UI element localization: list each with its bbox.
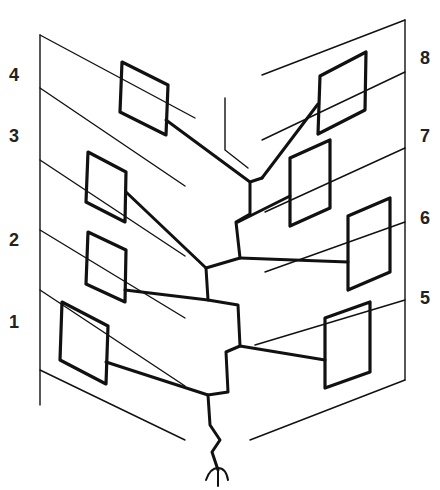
page-outlines: [40, 20, 405, 440]
growth-arrow: [206, 468, 228, 486]
stem-and-petioles: [106, 104, 348, 470]
callout-number: 2: [9, 231, 19, 249]
callout-number: 7: [420, 127, 430, 145]
callout-number: 4: [9, 66, 19, 84]
callout-number: 3: [9, 127, 19, 145]
callout-number: 6: [420, 209, 430, 227]
leaf-rectangles: [60, 52, 390, 388]
callout-number: 8: [420, 49, 430, 67]
callout-number: 1: [9, 313, 19, 331]
callout-number: 5: [420, 289, 430, 307]
